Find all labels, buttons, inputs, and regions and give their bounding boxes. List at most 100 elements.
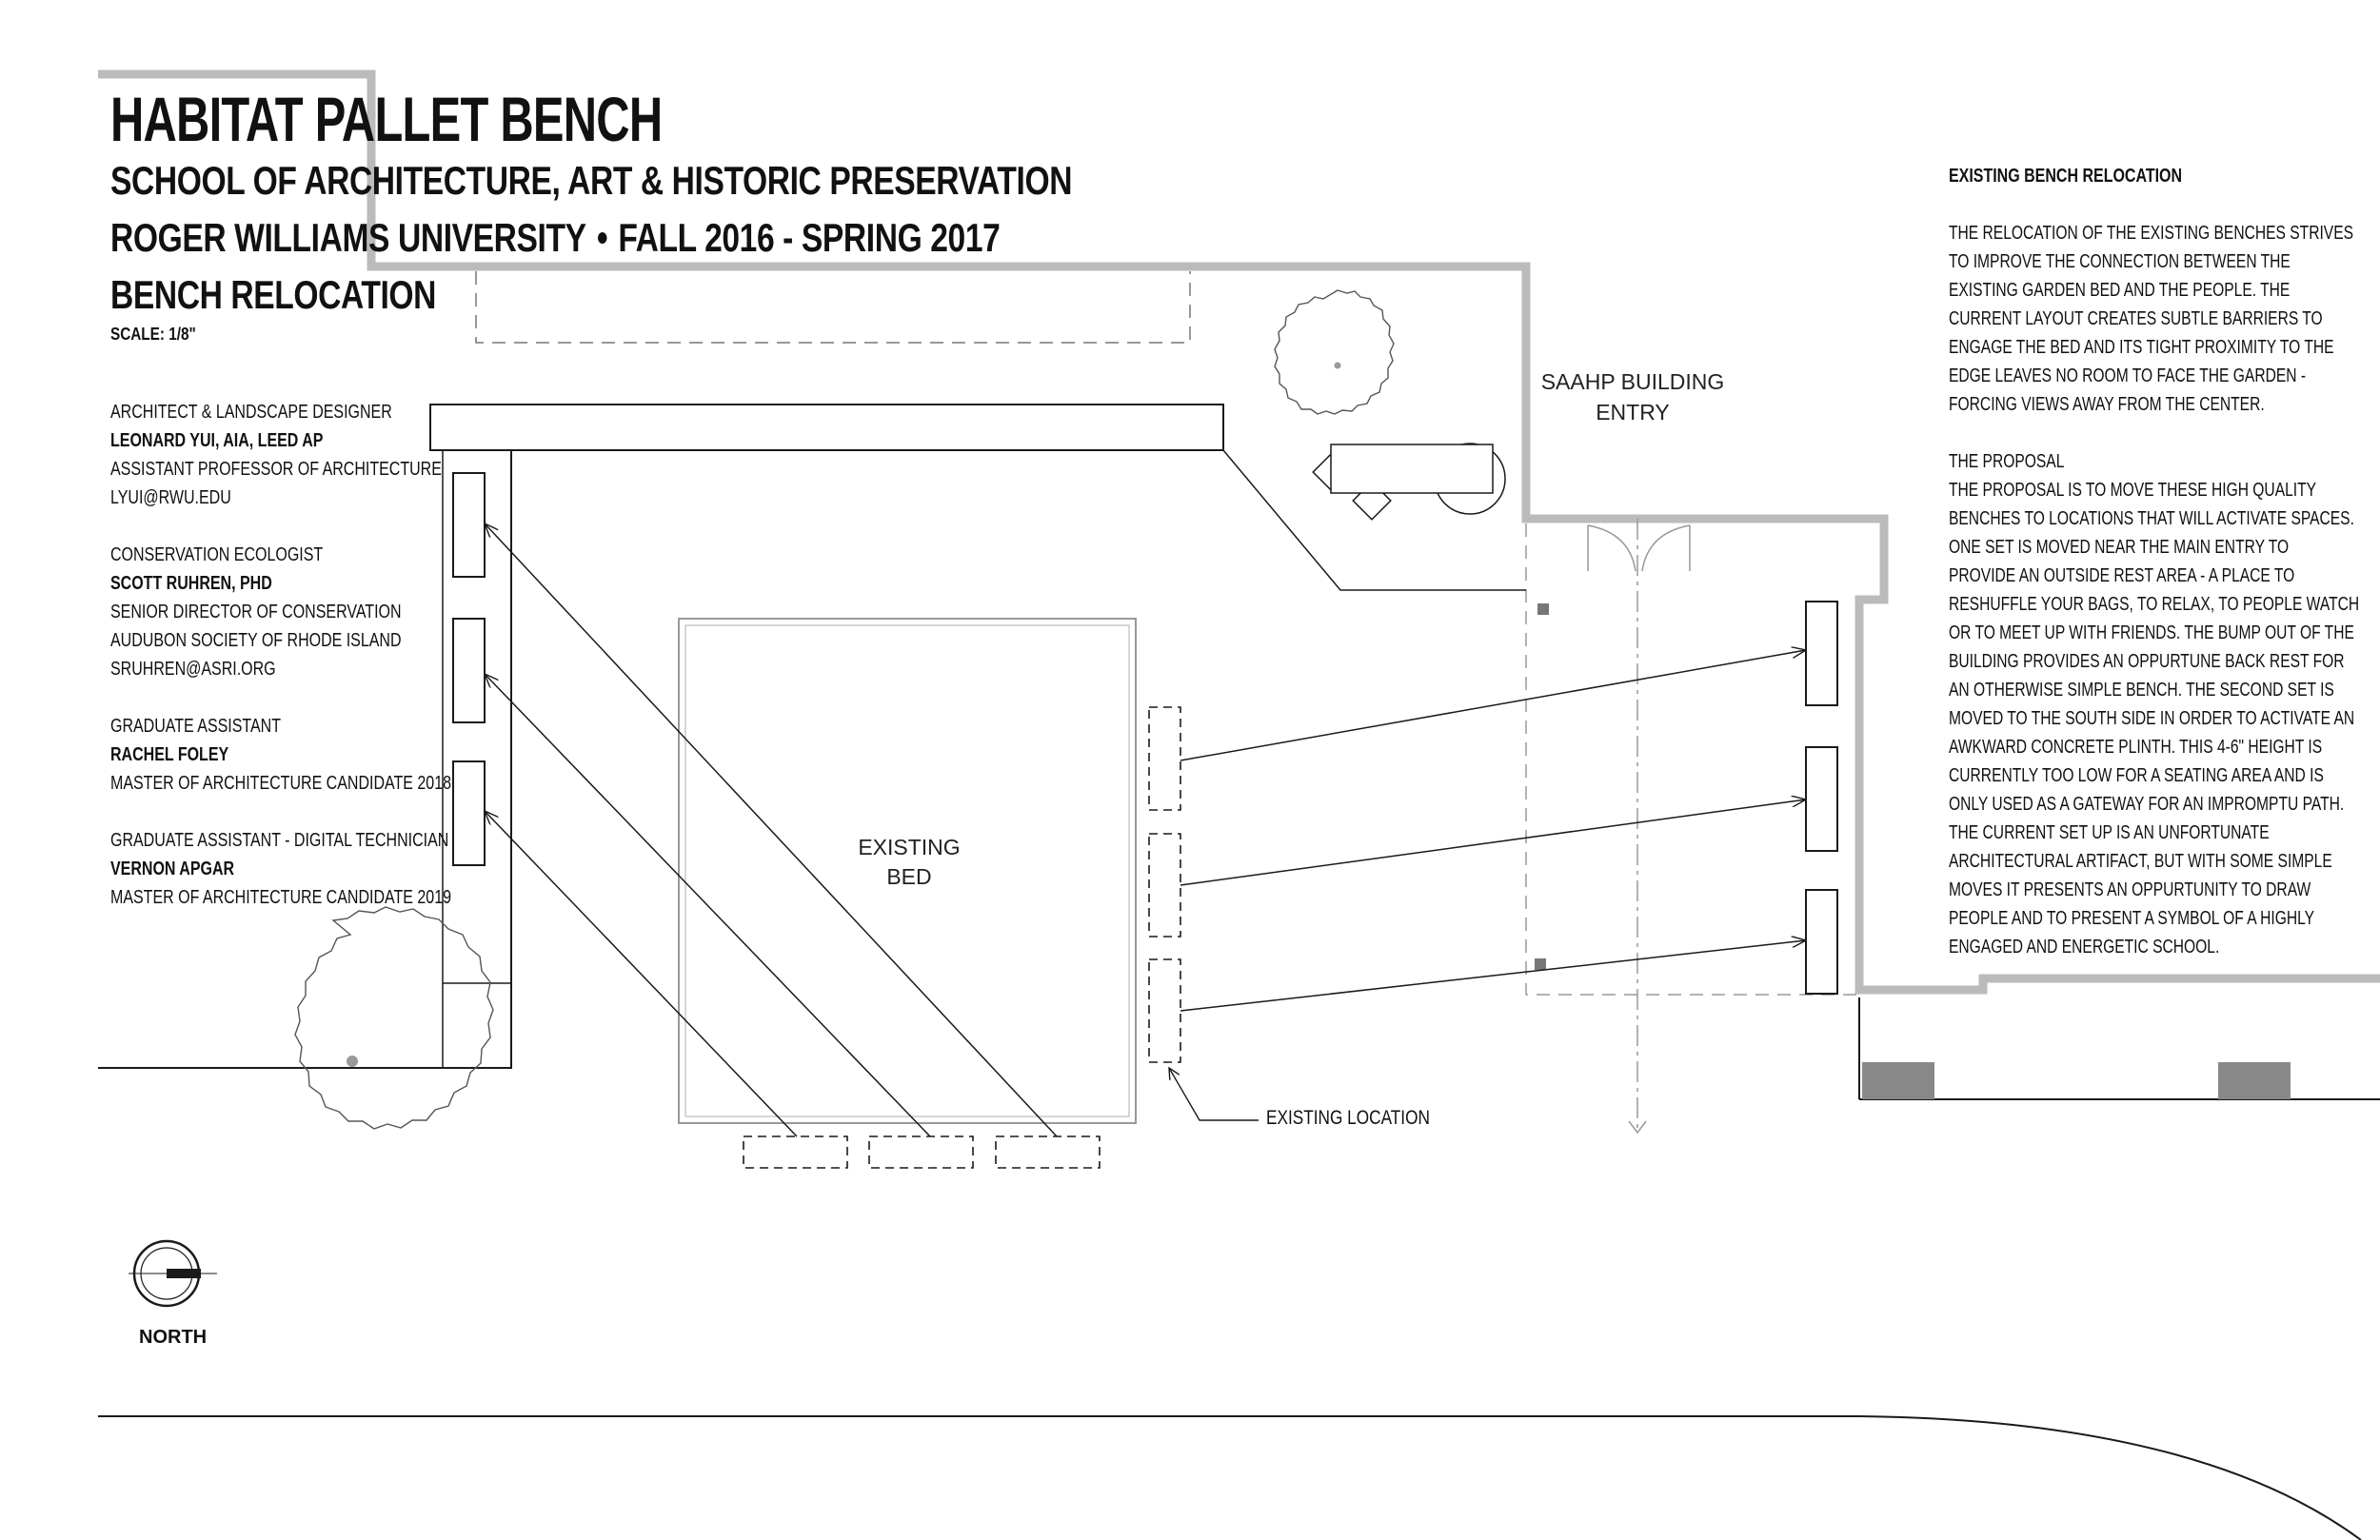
existing-bench-dashed xyxy=(868,1135,974,1169)
description-line: ONLY USED AS A GATEWAY FOR AN IMPROMPTU … xyxy=(1949,794,2345,815)
credit-role: CONSERVATION ECOLOGIST xyxy=(110,544,324,565)
school-name: SCHOOL OF ARCHITECTURE, ART & HISTORIC P… xyxy=(110,158,1073,203)
credit-detail: ASSISTANT PROFESSOR OF ARCHITECTURE xyxy=(110,459,442,480)
sheet-subtitle: BENCH RELOCATION xyxy=(110,272,437,317)
university-name: ROGER WILLIAMS UNIVERSITY xyxy=(110,215,586,260)
description-line: PEOPLE AND TO PRESENT A SYMBOL OF A HIGH… xyxy=(1949,908,2315,929)
description-paragraph: THE RELOCATION OF THE EXISTING BENCHES S… xyxy=(1949,219,2354,419)
column-marker xyxy=(1535,958,1546,970)
credit-entry: CONSERVATION ECOLOGIST SCOTT RUHREN, PHD… xyxy=(110,541,536,683)
table-group xyxy=(1312,443,1506,521)
credit-name: LEONARD YUI, AIA, LEED AP xyxy=(110,430,324,451)
north-label: NORTH xyxy=(139,1327,208,1348)
existing-location-leader xyxy=(1169,1068,1259,1121)
label-line: SAAHP BUILDING xyxy=(1540,369,1725,394)
proposed-bench xyxy=(1805,746,1838,852)
term: FALL 2016 - SPRING 2017 xyxy=(618,215,1001,260)
credit-name: VERNON APGAR xyxy=(110,859,235,879)
credit-entry: GRADUATE ASSISTANT RACHEL FOLEY MASTER O… xyxy=(110,712,536,798)
description-line: BENCHES TO LOCATIONS THAT WILL ACTIVATE … xyxy=(1949,508,2354,529)
tree-icon xyxy=(1274,289,1395,415)
relocation-arrow xyxy=(1180,650,1806,761)
wall-planter xyxy=(429,404,1224,451)
description-line: EDGE LEAVES NO ROOM TO FACE THE GARDEN - xyxy=(1949,365,2307,386)
proposed-bench xyxy=(1805,889,1838,995)
existing-bench-dashed xyxy=(743,1135,848,1169)
existing-bench-dashed xyxy=(1148,833,1181,938)
description-line: ENGAGED AND ENERGETIC SCHOOL. xyxy=(1949,937,2220,958)
credit-detail: MASTER OF ARCHITECTURE CANDIDATE 2019 xyxy=(110,887,451,908)
credit-detail: AUDUBON SOCIETY OF RHODE ISLAND xyxy=(110,630,402,651)
canopy-outline-dashed xyxy=(475,271,1191,344)
description-line: AWKWARD CONCRETE PLINTH. THIS 4-6" HEIGH… xyxy=(1949,737,2323,758)
description-line: THE CURRENT SET UP IS AN UNFORTUNATE xyxy=(1949,822,2270,843)
garden-bed-label: EXISTING BED xyxy=(814,833,1004,892)
proposed-bench xyxy=(1805,601,1838,706)
relocation-arrow xyxy=(1180,800,1806,886)
description-line: THE PROPOSAL IS TO MOVE THESE HIGH QUALI… xyxy=(1949,480,2317,501)
drawing-scale: SCALE: 1/8" xyxy=(110,325,196,344)
description-line: TO IMPROVE THE CONNECTION BETWEEN THE xyxy=(1949,251,2291,272)
description-line: RESHUFFLE YOUR BAGS, TO RELAX, TO PEOPLE… xyxy=(1949,594,2360,615)
credit-detail: MASTER OF ARCHITECTURE CANDIDATE 2018 xyxy=(110,773,451,794)
description-line: ARCHITECTURAL ARTIFACT, BUT WITH SOME SI… xyxy=(1949,851,2332,872)
path-edge xyxy=(1222,449,1526,591)
credit-name: RACHEL FOLEY xyxy=(110,744,229,765)
building-entry-label: SAAHP BUILDING ENTRY xyxy=(1509,366,1756,427)
description-heading: EXISTING BENCH RELOCATION xyxy=(1949,166,2183,187)
title-bullet: • xyxy=(596,215,608,260)
relocation-arrow xyxy=(485,523,1058,1137)
building-outline xyxy=(98,69,2380,995)
paving-block xyxy=(1862,1062,1934,1099)
description-panel: EXISTING BENCH RELOCATION THE RELOCATION… xyxy=(1949,162,2360,961)
tree-icon xyxy=(294,906,494,1130)
north-arrow-icon xyxy=(129,1239,217,1308)
description-line: FORCING VIEWS AWAY FROM THE CENTER. xyxy=(1949,394,2265,415)
description-line: OR TO MEET UP WITH FRIENDS. THE BUMP OUT… xyxy=(1949,622,2354,643)
credits-list: ARCHITECT & LANDSCAPE DESIGNER LEONARD Y… xyxy=(110,398,536,940)
credit-entry: GRADUATE ASSISTANT - DIGITAL TECHNICIAN … xyxy=(110,826,536,912)
credit-role: ARCHITECT & LANDSCAPE DESIGNER xyxy=(110,402,392,423)
paving-block xyxy=(2218,1062,2291,1099)
description-line: MOVES IT PRESENTS AN OPPURTUNITY TO DRAW xyxy=(1949,879,2311,900)
tree-center xyxy=(1334,362,1341,369)
garden-bed xyxy=(678,618,1137,1124)
existing-location-label: EXISTING LOCATION xyxy=(1266,1107,1430,1129)
description-line: CURRENT LAYOUT CREATES SUBTLE BARRIERS T… xyxy=(1949,308,2323,329)
existing-bench-dashed xyxy=(995,1135,1101,1169)
description-line: PROVIDE AN OUTSIDE REST AREA - A PLACE T… xyxy=(1949,565,2295,586)
existing-bench-dashed xyxy=(1148,706,1181,811)
description-paragraph: THE PROPOSAL THE PROPOSAL IS TO MOVE THES… xyxy=(1949,447,2360,961)
credit-email: LYUI@RWU.EDU xyxy=(110,487,231,508)
description-line: ONE SET IS MOVED NEAR THE MAIN ENTRY TO xyxy=(1949,537,2290,558)
description-line: EXISTING GARDEN BED AND THE PEOPLE. THE xyxy=(1949,280,2291,301)
description-line: THE PROPOSAL xyxy=(1949,451,2065,472)
credit-entry: ARCHITECT & LANDSCAPE DESIGNER LEONARD Y… xyxy=(110,398,536,512)
arrow-icon xyxy=(1628,1120,1647,1135)
street-edge xyxy=(98,1415,2362,1540)
title-block: HABITAT PALLET BENCH SCHOOL OF ARCHITECT… xyxy=(110,86,1313,345)
label-line: ENTRY xyxy=(1596,400,1670,424)
credit-detail: SENIOR DIRECTOR OF CONSERVATION xyxy=(110,602,402,622)
garden-bed-inner xyxy=(684,624,1130,1117)
description-line: BUILDING PROVIDES AN OPPURTUNE BACK REST… xyxy=(1949,651,2345,672)
description-line: MOVED TO THE SOUTH SIDE IN ORDER TO ACTI… xyxy=(1949,708,2355,729)
column-marker xyxy=(1537,603,1549,615)
credit-email: SRUHREN@ASRI.ORG xyxy=(110,659,276,680)
label-line: BED xyxy=(886,864,932,889)
description-line: AN OTHERWISE SIMPLE BENCH. THE SECOND SE… xyxy=(1949,680,2334,701)
door-icon xyxy=(1587,524,1691,572)
proposed-bench xyxy=(452,618,486,723)
credit-role: GRADUATE ASSISTANT - DIGITAL TECHNICIAN xyxy=(110,830,449,851)
relocation-arrow xyxy=(485,811,798,1137)
description-line: CURRENTLY TOO LOW FOR A SEATING AREA AND… xyxy=(1949,765,2324,786)
credit-role: GRADUATE ASSISTANT xyxy=(110,716,281,737)
existing-bench-dashed xyxy=(1148,958,1181,1063)
description-line: ENGAGE THE BED AND ITS TIGHT PROXIMITY T… xyxy=(1949,337,2334,358)
university-term: ROGER WILLIAMS UNIVERSITY•FALL 2016 - SP… xyxy=(110,209,1072,267)
description-line: THE RELOCATION OF THE EXISTING BENCHES S… xyxy=(1949,223,2354,244)
tree-center xyxy=(347,1056,358,1067)
label-line: EXISTING xyxy=(858,835,961,859)
sheet-title: HABITAT PALLET BENCH xyxy=(110,84,663,154)
